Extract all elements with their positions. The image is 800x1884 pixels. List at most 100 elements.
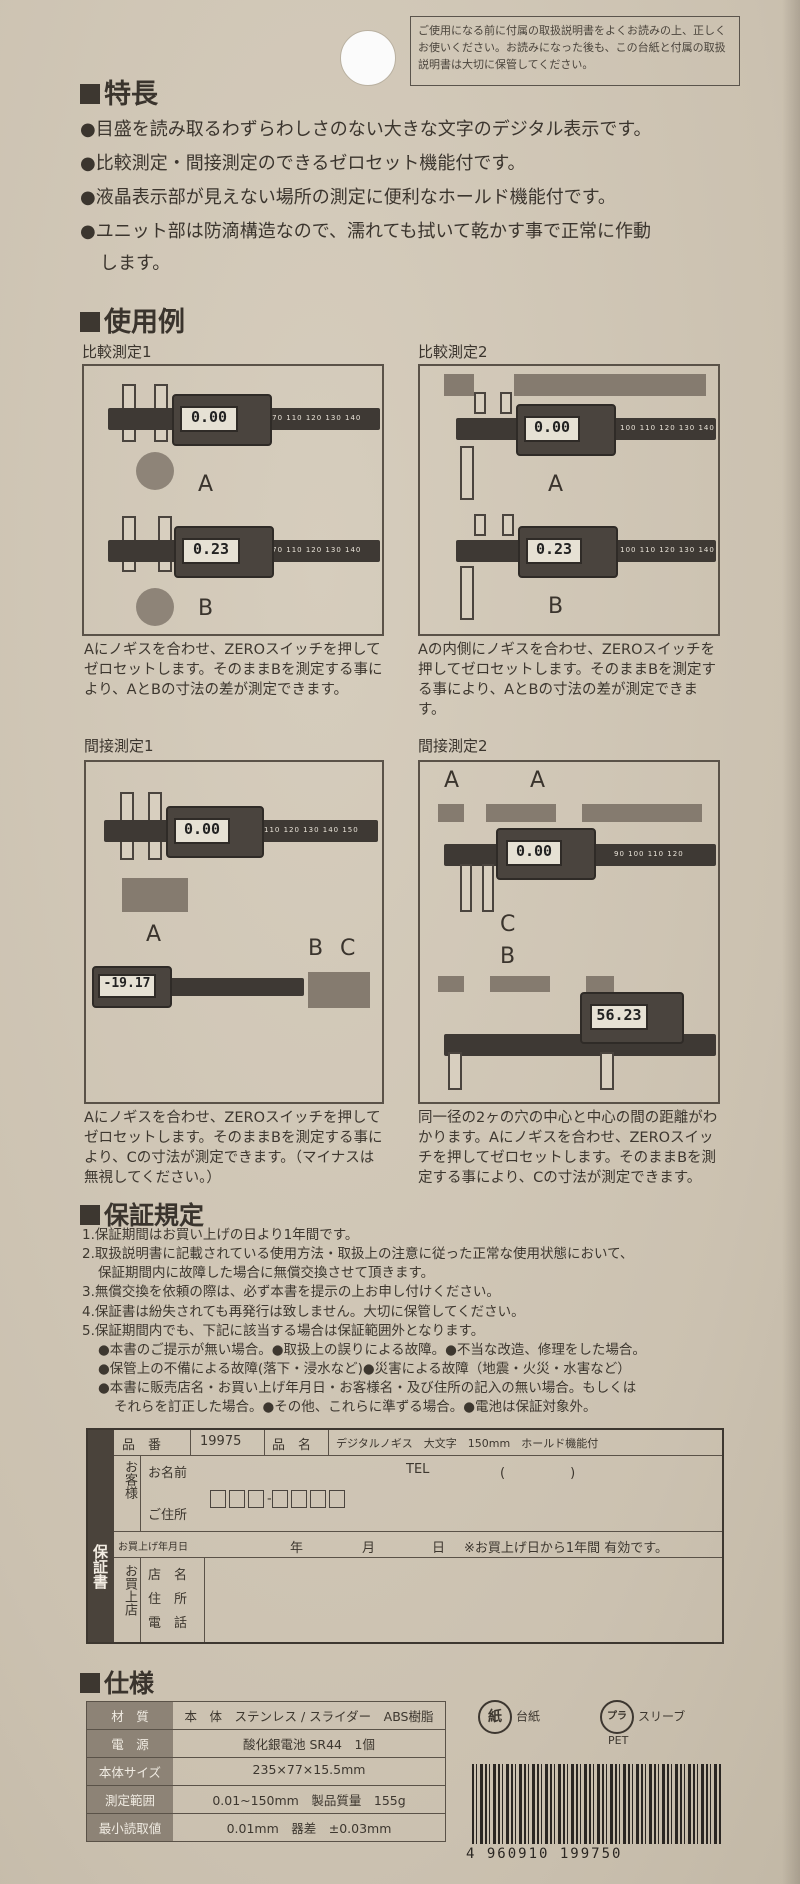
- heading-square-icon: [80, 84, 100, 104]
- workpiece-b: [136, 588, 174, 626]
- compare2-label: 比較測定2: [418, 343, 488, 361]
- shop-address-label: 住 所: [148, 1592, 188, 1607]
- day-label: 日: [432, 1541, 446, 1556]
- inner-jaw: [502, 514, 514, 536]
- shop-row: お買上店 店 名 住 所 電 話: [114, 1558, 722, 1642]
- month-label: 月: [362, 1541, 376, 1556]
- indirect1-label: 間接測定1: [84, 737, 154, 755]
- mark-a: A: [548, 472, 564, 497]
- product-no: 19975: [200, 1434, 242, 1449]
- compare1-label: 比較測定1: [82, 343, 152, 361]
- name-label: お名前: [148, 1466, 188, 1481]
- barcode: [472, 1764, 722, 1844]
- mark-c: C: [340, 936, 356, 961]
- mark-b: B: [308, 936, 324, 961]
- warranty-title: 保証規定: [104, 1201, 205, 1230]
- workpiece-a: [136, 452, 174, 490]
- feature-item: します。: [100, 253, 171, 274]
- warranty-card: 保証書 品 番 19975 品 名 デジタルノギス 大文字 150mm ホールド…: [86, 1428, 724, 1644]
- inner-jaw: [474, 392, 486, 414]
- lcd-display: 0.00: [180, 406, 238, 432]
- mark-a: A: [530, 768, 546, 793]
- paper-recycle-mark: 紙台紙: [478, 1700, 540, 1734]
- indirect1-diagram: 110 120 130 140 150 0.00 A -19.17 B C: [84, 760, 384, 1104]
- mark-b: B: [198, 596, 214, 621]
- address-label: ご住所: [148, 1508, 188, 1523]
- heading-square-icon: [80, 1673, 100, 1693]
- feature-item: ●ユニット部は防滴構造なので、濡れても拭いて乾かす事で正常に作動: [80, 221, 652, 242]
- mark-b: B: [500, 944, 516, 969]
- plastic-recycle-icon: プラ: [600, 1700, 634, 1734]
- indirect2-label: 間接測定2: [418, 737, 488, 755]
- lcd-display: 0.00: [506, 840, 562, 866]
- validity-note: ※お買上げ日から1年間 有効です。: [464, 1541, 668, 1556]
- warranty-line: 4.保証書は紛失されても再発行は致しません。大切に保管してください。: [82, 1303, 525, 1320]
- barcode-number: 4 960910 199750: [466, 1846, 623, 1862]
- shop-tel-label: 電 話: [148, 1616, 188, 1631]
- purchase-date-row: お買上げ年月日 年 月 日 ※お買上げ日から1年間 有効です。: [114, 1532, 722, 1558]
- warranty-card-side-label: 保証書: [88, 1430, 114, 1642]
- heading-square-icon: [80, 1205, 100, 1225]
- workpiece-block: [586, 976, 614, 992]
- usage-title: 使用例: [104, 307, 185, 338]
- product-no-label: 品 番: [122, 1438, 162, 1453]
- indirect1-desc: Aにノギスを合わせ、ZEROスイッチを押してゼロセットします。そのままBを測定す…: [84, 1110, 383, 1186]
- compare1-diagram: 60 70 110 120 130 140 0.00 A 60 70 110 1…: [82, 364, 384, 636]
- feature-item: ●液晶表示部が見えない場所の測定に便利なホールド機能付です。: [80, 187, 616, 208]
- card-edge-shadow: [782, 0, 800, 1884]
- slider-jaw: [600, 1052, 614, 1090]
- tel-field[interactable]: ( ): [500, 1466, 576, 1481]
- customer-row: お客様 お名前 TEL ( ) ご住所 -: [114, 1456, 722, 1532]
- mark-a: A: [198, 472, 214, 497]
- feature-item: ●目盛を読み取るわずらわしさのない大きな文字のデジタル表示です。: [80, 119, 652, 140]
- fixed-jaw: [460, 864, 472, 912]
- compare1-desc: Aにノギスを合わせ、ZEROスイッチを押してゼロセットします。そのままBを測定す…: [84, 642, 383, 698]
- lcd-display: 0.00: [524, 416, 580, 442]
- inner-jaw: [500, 392, 512, 414]
- date-label: お買上げ年月日: [118, 1542, 188, 1553]
- lcd-display: -19.17: [98, 974, 156, 998]
- features-heading: 特長: [80, 72, 158, 111]
- features-title: 特長: [104, 79, 158, 110]
- workpiece-block: [490, 976, 550, 992]
- mark-a: A: [444, 768, 460, 793]
- heading-square-icon: [80, 312, 100, 332]
- product-name-label: 品 名: [272, 1438, 312, 1453]
- workpiece-block: [486, 804, 556, 822]
- warranty-line: 5.保証期間内でも、下記に該当する場合は保証範囲外となります。: [82, 1322, 485, 1339]
- tel-label: TEL: [406, 1462, 430, 1477]
- compare2-diagram: 90 100 110 120 130 140 0.00 A 90 100 110…: [418, 364, 720, 636]
- workpiece-block: [444, 374, 474, 396]
- warranty-line: 2.取扱説明書に記載されている使用方法・取扱上の注意に従った正常な使用状態におい…: [82, 1246, 634, 1263]
- compare2-desc: Aの内側にノギスを合わせ、ZEROスイッチを押してゼロセットします。そのままBを…: [418, 642, 717, 718]
- hang-hole: [340, 30, 396, 86]
- feature-item: ●比較測定・間接測定のできるゼロセット機能付です。: [80, 153, 526, 174]
- product-row: 品 番 19975 品 名 デジタルノギス 大文字 150mm ホールド機能付: [114, 1430, 722, 1456]
- workpiece-block: [582, 804, 702, 822]
- workpiece-block: [122, 878, 188, 912]
- zip-code-boxes[interactable]: -: [210, 1490, 348, 1508]
- indirect2-diagram: A A 90 100 110 120 0.00 C B 56.23: [418, 760, 720, 1104]
- warranty-line: 保証期間内に故障した場合に無償交換させて頂きます。: [98, 1265, 435, 1282]
- specs-table: 材 質本 体 ステンレス / スライダー ABS樹脂 電 源酸化銀電池 SR44…: [86, 1701, 446, 1842]
- warranty-line: ●本書のご提示が無い場合。●取扱上の誤りによる故障。●不当な改造、修理をした場合…: [98, 1341, 646, 1358]
- year-label: 年: [290, 1541, 304, 1556]
- slider-jaw: [482, 864, 494, 912]
- lcd-display: 0.23: [526, 538, 582, 564]
- warranty-line: 3.無償交換を依頼の際は、必ず本書を提示の上お申し付けください。: [82, 1284, 500, 1301]
- workpiece-block: [438, 976, 464, 992]
- paper-recycle-icon: 紙: [478, 1700, 512, 1734]
- shop-name-label: 店 名: [148, 1568, 188, 1583]
- warranty-line: 1.保証期間はお買い上げの日より1年間です。: [82, 1227, 359, 1243]
- fixed-jaw: [460, 566, 474, 620]
- spec-row: 電 源酸化銀電池 SR44 1個: [87, 1730, 445, 1758]
- warranty-rules: 1.保証期間はお買い上げの日より1年間です。 2.取扱説明書に記載されている使用…: [82, 1226, 742, 1418]
- inner-jaw: [474, 514, 486, 536]
- warranty-line: ●本書に販売店名・お買い上げ年月日・お客様名・及び住所の記入の無い場合。もしくは: [98, 1380, 637, 1397]
- spec-row: 材 質本 体 ステンレス / スライダー ABS樹脂: [87, 1702, 445, 1730]
- specs-title: 仕様: [104, 1669, 155, 1698]
- mark-a: A: [146, 922, 162, 947]
